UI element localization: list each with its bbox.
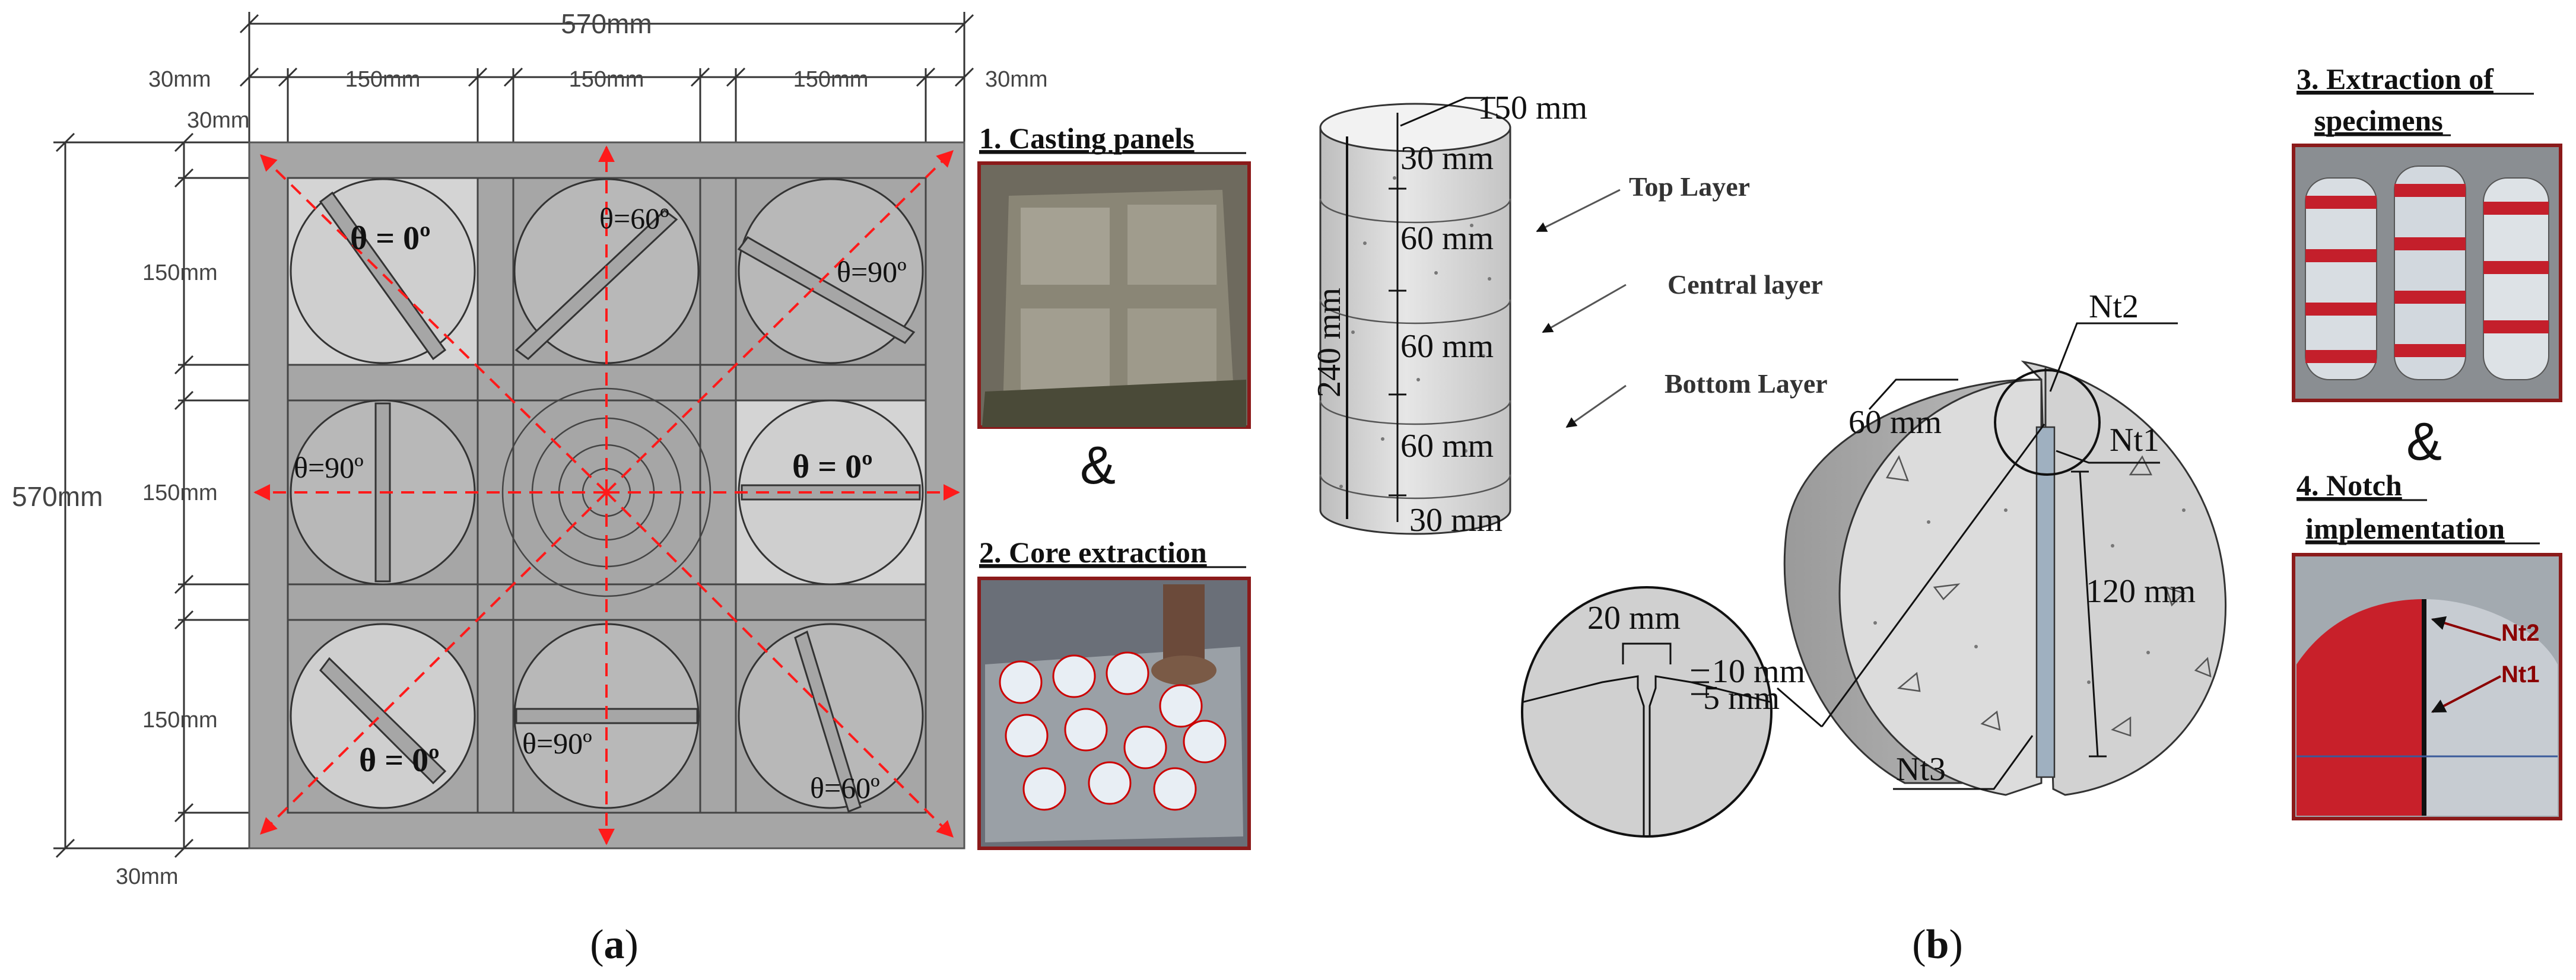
thickness-leader [1868,378,1958,411]
step3-title-line2: specimens [2314,104,2443,137]
dim-cell-1: 150mm [345,67,421,92]
dim-edge-right: 30mm [985,67,1048,92]
layer-top: Top Layer [1629,171,1750,202]
spec-nt3: Nt3 [1896,751,1946,788]
cylinder [1319,97,1511,535]
cyl-seg-3: 60 mm [1400,428,1494,464]
nt1-leader [2056,450,2160,464]
dim-total-left: 570mm [12,481,103,512]
ampersand-1: & [1080,436,1116,495]
detail-depth2: 5 mm [1703,680,1780,717]
dim-edge-bottom: 30mm [116,864,179,889]
panel-a: 570mm 30mm 30mm 150mm 150mm 150mm 30mm 5… [12,8,1048,968]
flow-axes [253,145,960,845]
dim-total-top: 570mm [561,8,652,39]
theta-r1c1: θ = 0º [350,220,431,257]
theta-r2c3: θ = 0º [792,448,873,485]
step1-title: 1. Casting panels [979,122,1195,155]
notch-gaps [319,191,921,813]
photo-extraction-specimens [2292,144,2562,402]
steps-3-4: 3. Extraction of specimens & 4. Notch im… [2292,62,2562,820]
detail-leader [1777,687,1822,728]
theta-r3c1: θ = 0º [359,742,440,779]
spec-thickness: 60 mm [1848,404,1942,441]
layer-bottom: Bottom Layer [1665,368,1828,399]
theta-r2c1: θ=90º [294,451,364,484]
dim-edge-left: 30mm [148,67,211,92]
ampersand-2: & [2406,412,2442,472]
cyl-seg-top: 30 mm [1400,140,1494,177]
theta-r3c2: θ=90º [522,727,592,760]
dim-edge-inner: 30mm [187,108,250,133]
step4-title-line1: 4. Notch [2297,469,2402,502]
specimen [1783,360,2227,796]
detail-width: 20 mm [1587,600,1681,637]
dim-row-1: 150mm [142,260,218,285]
spec-nt1: Nt1 [2110,422,2159,459]
photo4-nt2: Nt2 [2501,620,2539,646]
step3-title-line1: 3. Extraction of [2297,62,2494,96]
cyl-diameter: 150 mm [1478,90,1587,126]
cyl-seg-2: 60 mm [1400,328,1494,365]
layer-central: Central layer [1667,269,1823,300]
theta-r1c2: θ=60º [599,202,669,235]
nt3-leader [1893,735,2034,790]
caption-b: (b) [1912,922,1963,968]
photo-casting-panels [977,161,1251,429]
dim-cell-2: 150mm [569,67,644,92]
cyl-seg-1: 60 mm [1400,220,1494,257]
notch-dim [2071,470,2107,758]
detail-depth1: 10 mm [1712,653,1805,690]
photo-core-extraction [977,577,1251,850]
theta-r1c3: θ=90º [837,255,907,288]
layer-leaders [1536,189,1627,428]
photo-notch-implementation: Nt2 Nt1 [2292,553,2562,820]
cyl-height: 240 mm [1311,288,1348,397]
photo4-nt1: Nt1 [2501,661,2539,688]
dim-row-2: 150mm [142,481,218,505]
step2-title: 2. Core extraction [979,536,1207,569]
spec-notch-length: 120 mm [2086,573,2196,610]
step4-title-line2: implementation [2305,512,2505,545]
panel-b: 150 mm 30 mm 60 mm 60 mm 60 mm 30 mm 240… [1311,90,2227,968]
steps-1-2: 1. Casting panels & 2. Core extraction [977,122,1251,850]
nt2-leader [2049,322,2178,392]
theta-r3c3: θ=60º [810,771,880,804]
notch-detail [1521,424,2045,838]
dim-cell-3: 150mm [793,67,869,92]
spec-nt2: Nt2 [2089,288,2139,325]
cyl-seg-bottom: 30 mm [1409,502,1503,539]
caption-a: (a) [590,922,639,968]
dim-row-3: 150mm [142,708,218,733]
